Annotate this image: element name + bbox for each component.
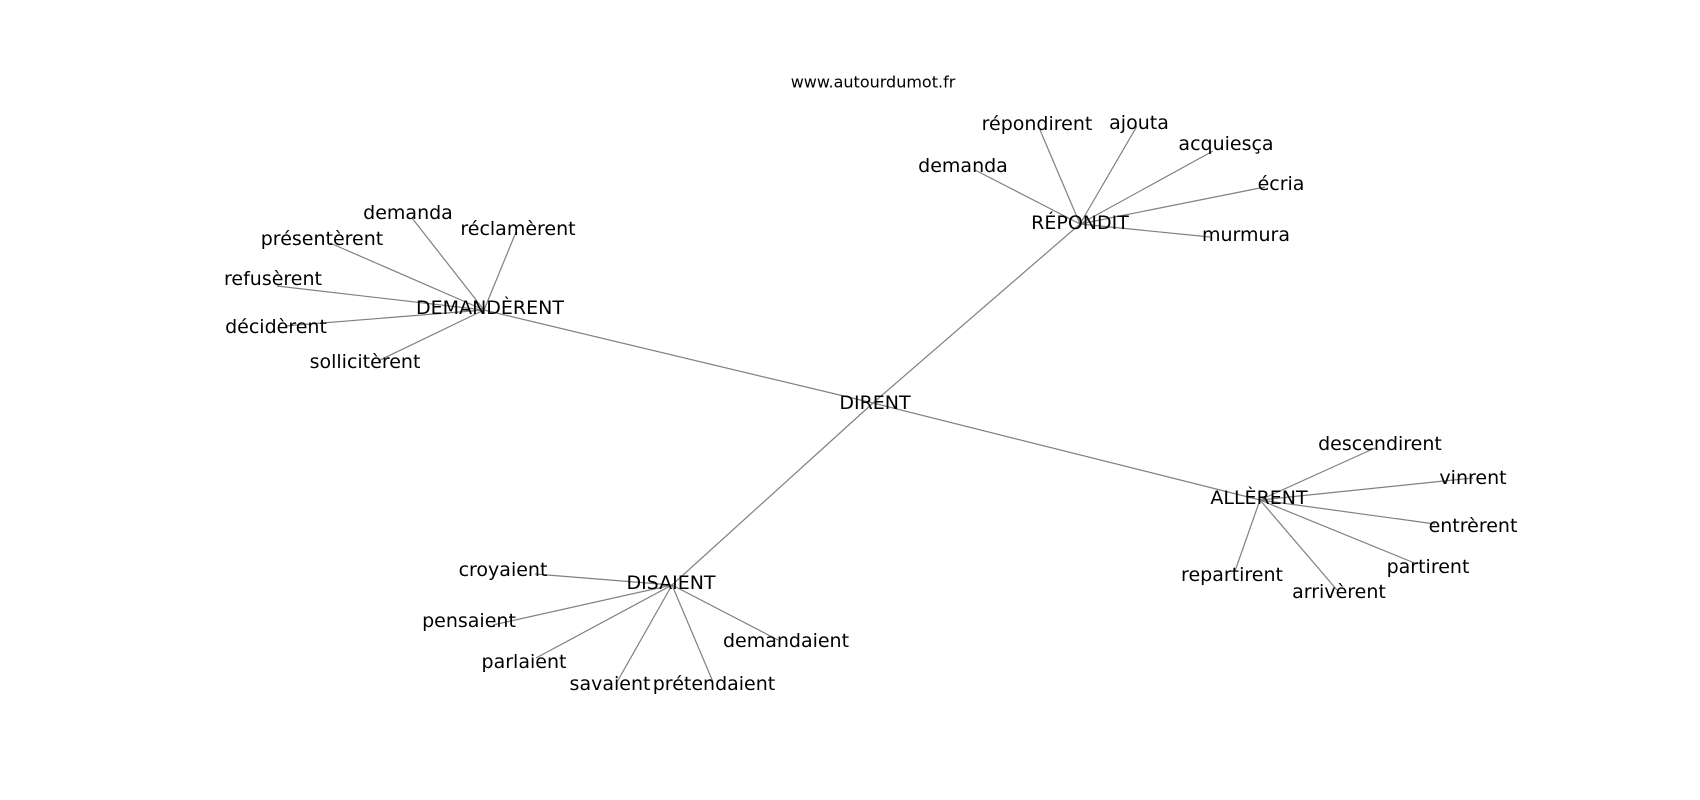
node-repondit[interactable]: RÉPONDIT [1031, 211, 1129, 234]
node-repondit-acquiesca[interactable]: acquiesça [1178, 133, 1273, 155]
node-repondit-demanda[interactable]: demanda [918, 155, 1008, 177]
edge-repondit-murmura [1079, 223, 1211, 238]
edge-demanderent-refuserent [276, 285, 485, 311]
node-repondit-murmura[interactable]: murmura [1202, 224, 1290, 246]
edge-repondit-repondirent [1039, 129, 1081, 225]
edge-repondit-acquiesca [1079, 150, 1214, 225]
node-demanderent-reclamerent[interactable]: réclamèrent [460, 218, 575, 240]
node-demanderent-presenterent[interactable]: présentèrent [261, 228, 384, 250]
node-repondit-ajouta[interactable]: ajouta [1109, 112, 1169, 134]
graph-labels: www.autourdumot.fr DIRENT DEMANDÈRENT dema… [224, 73, 1517, 696]
edge-demanderent-demanda [411, 217, 485, 311]
node-allerent[interactable]: ALLÈRENT [1210, 486, 1308, 509]
node-disaient-croyaient[interactable]: croyaient [459, 559, 548, 581]
edge-dirent-allerent [872, 402, 1261, 501]
edge-dirent-demanderent [483, 309, 874, 404]
edge-disaient-pretendaient [671, 584, 714, 683]
node-disaient-pretendaient[interactable]: prétendaient [653, 673, 776, 695]
edge-allerent-partirent [1259, 499, 1418, 565]
node-allerent-descendirent[interactable]: descendirent [1318, 433, 1442, 455]
edge-allerent-repartirent [1234, 499, 1261, 572]
node-disaient[interactable]: DISAIENT [626, 572, 715, 594]
watermark: www.autourdumot.fr [791, 73, 956, 92]
edge-disaient-pensaient [492, 584, 673, 626]
edge-disaient-savaient [616, 584, 673, 683]
edge-repondit-ajouta [1079, 125, 1138, 225]
edge-allerent-descendirent [1259, 447, 1376, 501]
node-dirent[interactable]: DIRENT [839, 392, 911, 414]
node-allerent-arriverent[interactable]: arrivèrent [1292, 581, 1386, 603]
edge-allerent-arriverent [1259, 499, 1338, 591]
node-disaient-savaient[interactable]: savaient [570, 673, 651, 695]
node-repondit-repondirent[interactable]: répondirent [982, 113, 1093, 135]
edge-repondit-ecria [1079, 186, 1266, 225]
edge-dirent-repondit [872, 223, 1081, 404]
edge-demanderent-reclamerent [483, 231, 517, 311]
graph-edges [276, 125, 1474, 683]
node-demanderent[interactable]: DEMANDÈRENT [416, 296, 564, 319]
node-disaient-parlaient[interactable]: parlaient [482, 651, 567, 673]
node-allerent-vinrent[interactable]: vinrent [1439, 467, 1506, 489]
node-disaient-demandaient[interactable]: demandaient [723, 630, 849, 652]
node-allerent-entrerent[interactable]: entrèrent [1429, 515, 1518, 537]
edge-demanderent-deciderent [284, 309, 485, 327]
edge-repondit-demanda [974, 169, 1081, 225]
edge-disaient-demandaient [671, 584, 779, 641]
node-demanderent-refuserent[interactable]: refusèrent [224, 268, 322, 290]
edge-allerent-vinrent [1259, 477, 1474, 501]
node-demanderent-solliciterent[interactable]: sollicitèrent [310, 351, 421, 373]
edge-allerent-entrerent [1259, 499, 1436, 525]
edge-dirent-disaient [671, 402, 874, 586]
node-repondit-ecria[interactable]: écria [1258, 173, 1305, 195]
node-demanderent-deciderent[interactable]: décidèrent [225, 316, 327, 338]
edge-disaient-croyaient [534, 573, 673, 586]
edge-disaient-parlaient [535, 584, 673, 659]
edge-demanderent-solliciterent [377, 309, 485, 362]
node-demanderent-demanda[interactable]: demanda [363, 202, 453, 224]
node-allerent-repartirent[interactable]: repartirent [1181, 564, 1283, 586]
node-disaient-pensaient[interactable]: pensaient [422, 610, 516, 632]
edge-demanderent-presenterent [329, 242, 485, 311]
node-allerent-partirent[interactable]: partirent [1387, 556, 1470, 578]
